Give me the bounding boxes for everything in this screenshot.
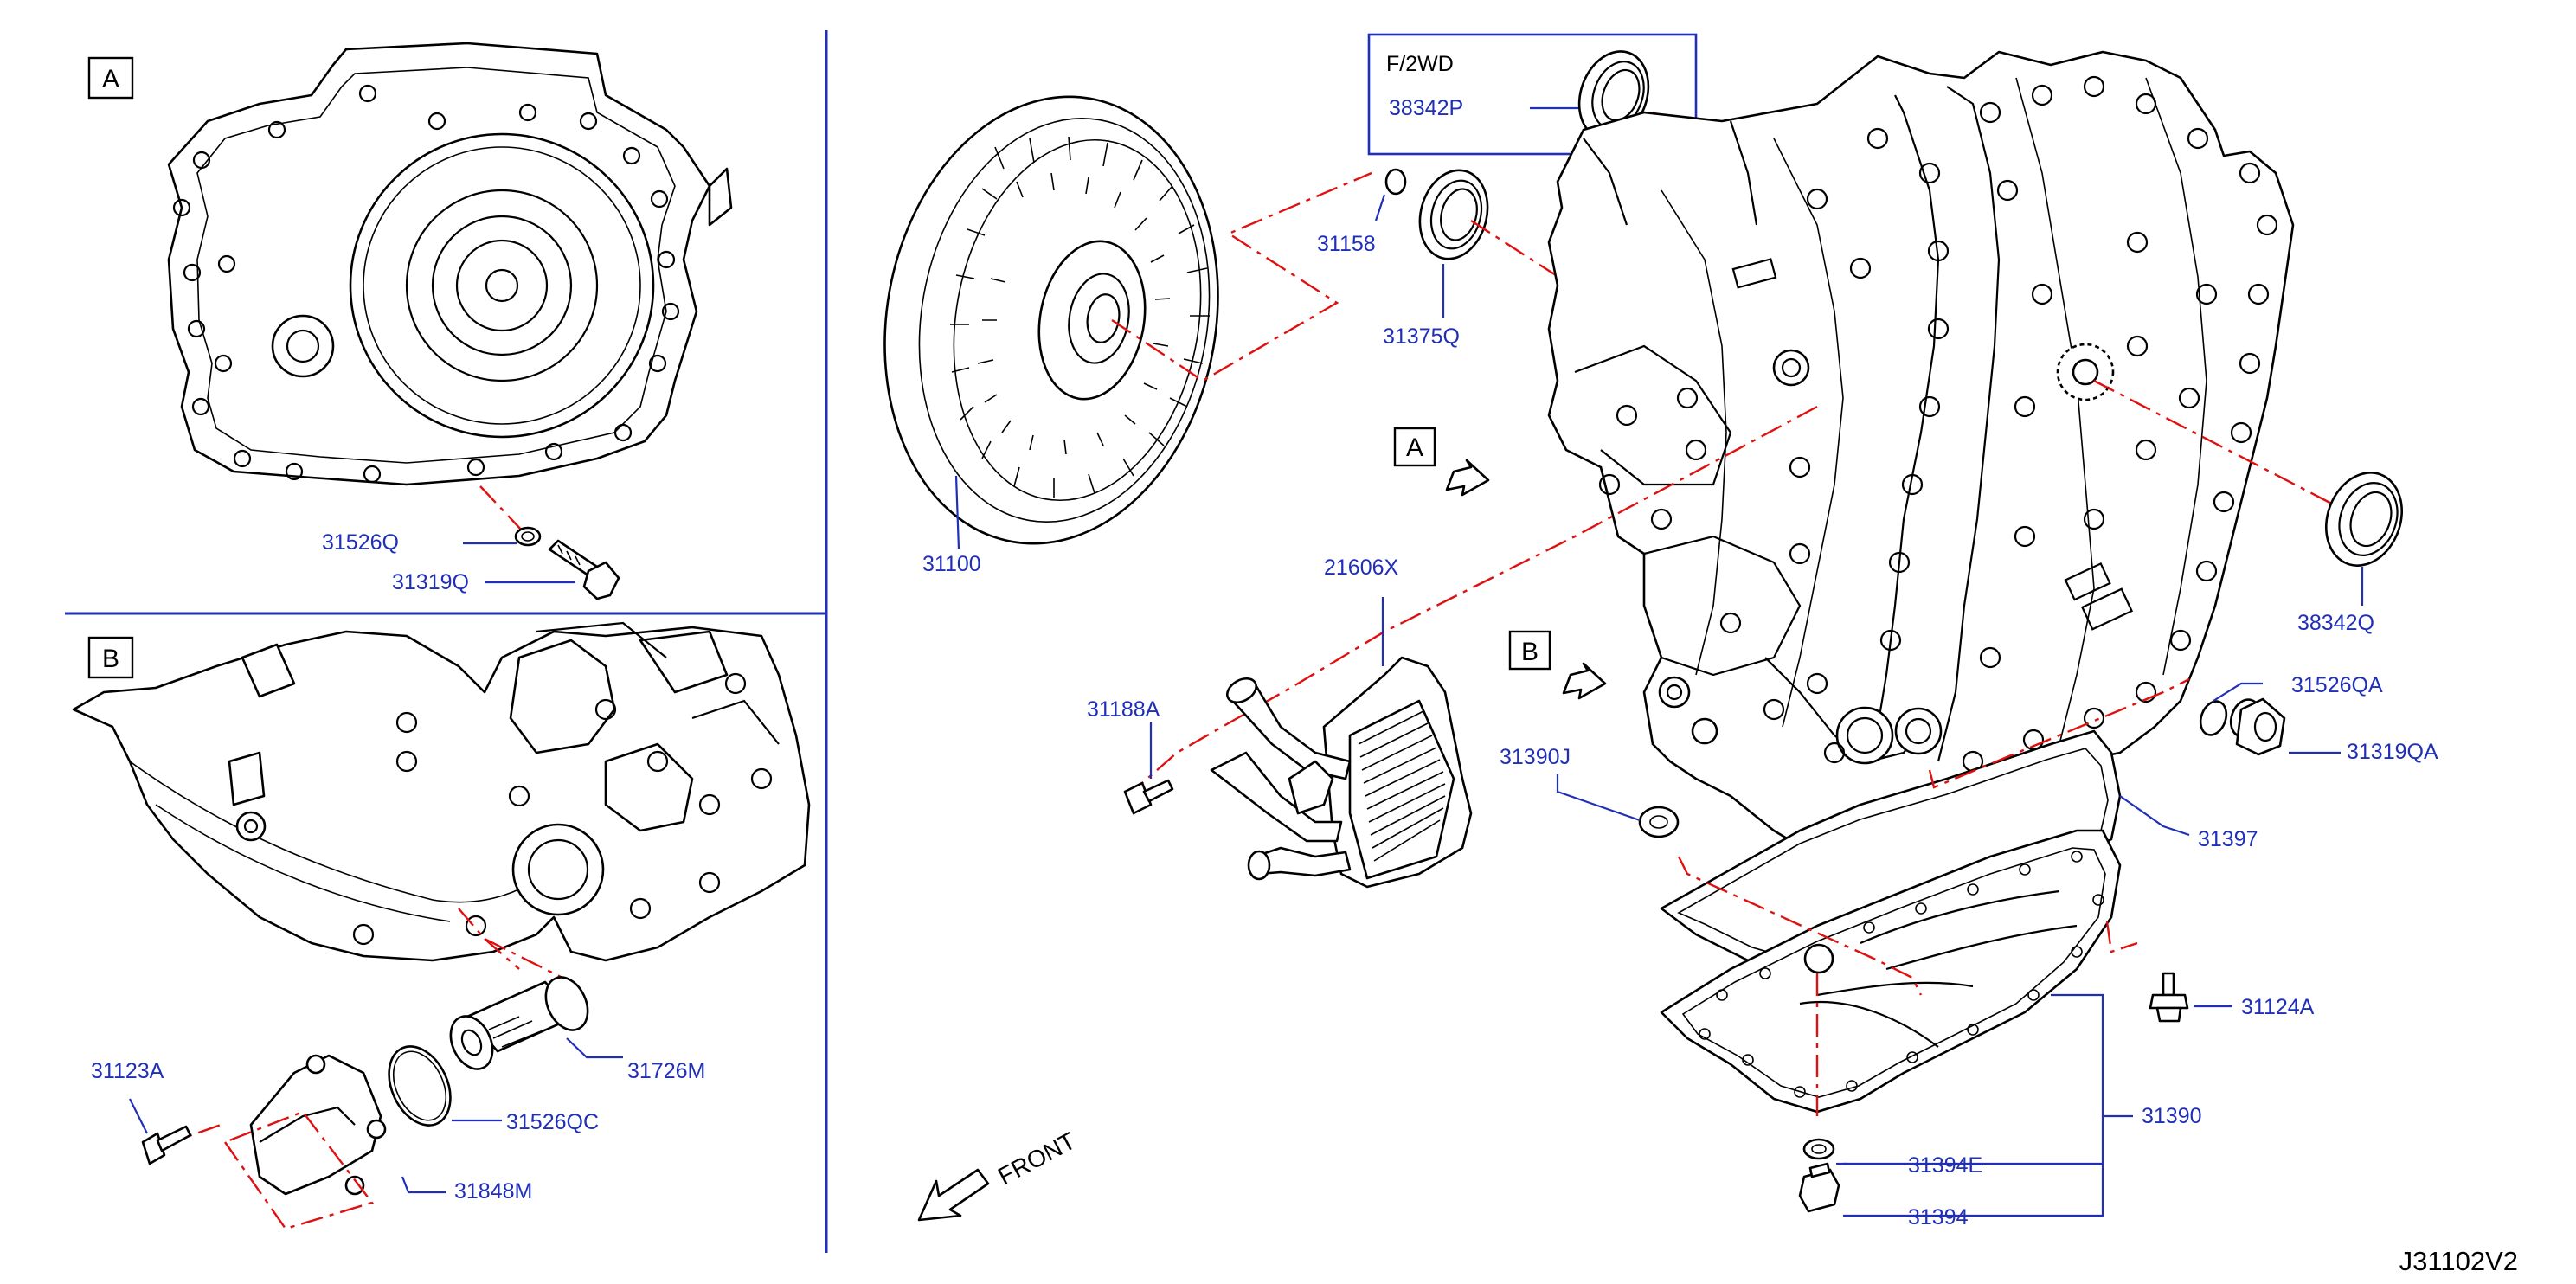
o-ring-31526qc: [388, 1045, 452, 1127]
bolt-31188a: [1123, 779, 1174, 815]
label-31158: 31158: [1317, 232, 1376, 256]
oil-cooler-21606x: [1210, 656, 1473, 889]
label-31188a: 31188A: [1087, 697, 1160, 722]
label-21606x: 21606X: [1324, 555, 1399, 580]
bolt-31123a: [141, 1125, 192, 1165]
label-31726m: 31726M: [627, 1059, 705, 1083]
washer-31526q: [514, 526, 542, 547]
label-31390j: 31390J: [1500, 745, 1571, 769]
label-31848m: 31848M: [454, 1179, 532, 1204]
label-31390: 31390: [2142, 1104, 2202, 1128]
svg-text:B: B: [1521, 638, 1539, 666]
main-assembly: 31100 31158 31375Q F/2WD 38342P: [883, 33, 2438, 1229]
front-label: FRONT: [993, 1127, 1080, 1191]
torque-converter-31100: [883, 95, 1219, 545]
drain-plug-31394: [1798, 1162, 1840, 1213]
label-31124a: 31124A: [2241, 995, 2315, 1019]
label-31375q: 31375Q: [1383, 324, 1460, 349]
bolt-31319q: [548, 539, 620, 600]
washer-31394e: [1802, 1138, 1835, 1160]
detail-b-box: [87, 636, 134, 679]
marker-b: B: [1508, 630, 1607, 700]
label-31394e: 31394E: [1908, 1153, 1982, 1178]
detail-b-label: B: [102, 645, 119, 673]
label-38342p: 38342P: [1389, 96, 1463, 120]
seal-38342q: [2324, 472, 2404, 567]
label-31526q: 31526Q: [322, 530, 399, 555]
o-ring-31158: [1384, 168, 1407, 196]
transmission-side-view: [72, 621, 811, 962]
washer-31390j: [1638, 806, 1680, 838]
diagram-code: J31102V2: [2399, 1246, 2518, 1276]
detail-b-view: B: [72, 621, 811, 1230]
seal-31375q: [1418, 169, 1489, 260]
marker-a: A: [1393, 427, 1490, 497]
label-31123a: 31123A: [91, 1059, 164, 1083]
front-arrow: FRONT: [917, 1127, 1080, 1222]
cover-31848m: [249, 1054, 387, 1196]
oil-pan-31390: [1660, 829, 2122, 1114]
washer-31526qa: [2199, 700, 2228, 736]
filter-31726m: [449, 976, 589, 1070]
label-31526qa: 31526QA: [2291, 673, 2383, 697]
label-31397: 31397: [2198, 827, 2258, 851]
housing-face-view: [167, 42, 733, 486]
label-31526qc: 31526QC: [506, 1110, 599, 1134]
svg-text:A: A: [1406, 433, 1423, 462]
label-31394: 31394: [1908, 1205, 1969, 1229]
detail-a-label: A: [102, 65, 119, 93]
transmission-case: [1547, 50, 2295, 867]
label-31319q: 31319Q: [392, 570, 469, 594]
label-31319qa: 31319QA: [2347, 740, 2438, 764]
detail-a-box: [87, 56, 134, 100]
detail-a-view: A: [87, 42, 733, 600]
plug-31319qa: [2229, 697, 2286, 756]
panel-dividers: [65, 30, 828, 1253]
label-38342q: 38342Q: [2297, 611, 2374, 635]
bolt-31124a: [2149, 972, 2189, 1023]
label-31100: 31100: [922, 552, 981, 576]
variant-box-title: F/2WD: [1386, 52, 1454, 76]
